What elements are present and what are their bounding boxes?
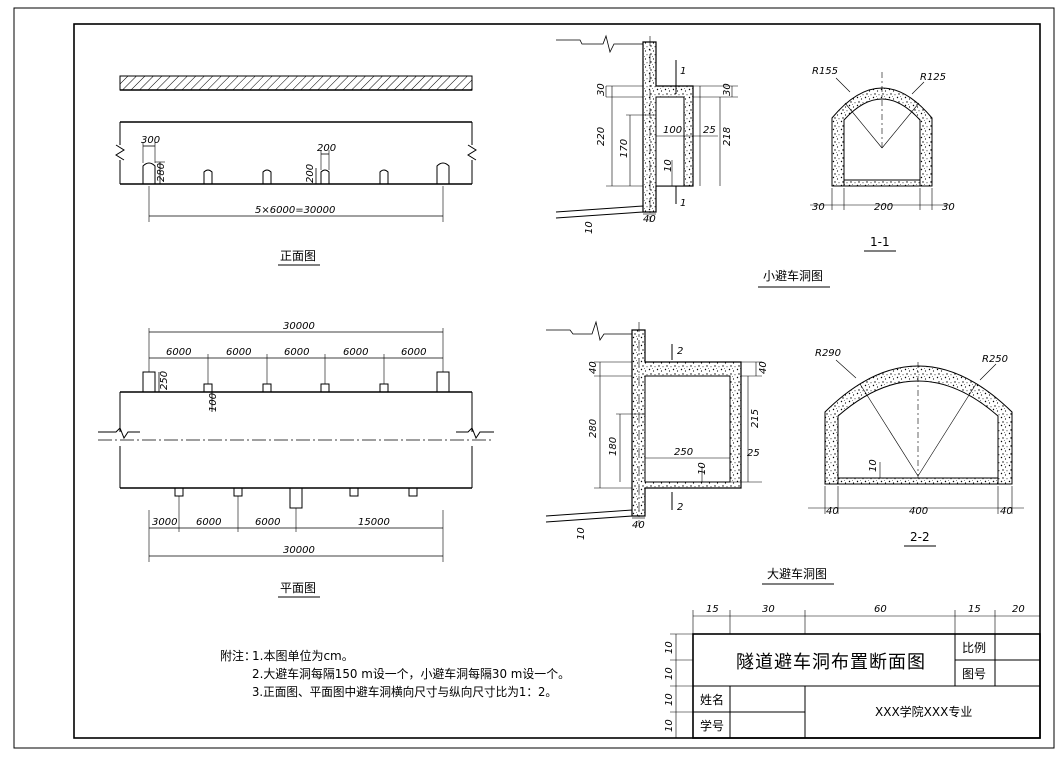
plan-dim-bottom-1: 3000 bbox=[152, 517, 177, 528]
large-dim-250: 250 bbox=[674, 447, 693, 458]
notes-prefix: 附注： bbox=[220, 648, 256, 663]
drawing-title: 隧道避车洞布置断面图 bbox=[736, 652, 926, 673]
student-no-label: 学号 bbox=[700, 718, 724, 733]
tb-row-10b: 10 bbox=[664, 667, 675, 680]
sec22-dim-10: 10 bbox=[868, 459, 879, 472]
tb-col-15a: 15 bbox=[706, 604, 719, 615]
small-dim-10b: 10 bbox=[584, 221, 595, 234]
plan-dim-bottom-4: 15000 bbox=[358, 517, 390, 528]
sec22-dim-40b: 40 bbox=[1000, 506, 1013, 517]
large-niche-side bbox=[545, 320, 762, 526]
small-dim-30a: 30 bbox=[596, 83, 607, 96]
section-2-2 bbox=[808, 359, 1024, 514]
small-dim-220: 220 bbox=[596, 127, 607, 146]
sec11-r-outer: R155 bbox=[812, 66, 838, 77]
small-niche-side bbox=[555, 34, 738, 222]
section-1-1 bbox=[810, 72, 950, 210]
front-dim-200-side: 200 bbox=[305, 164, 316, 183]
small-dim-170: 170 bbox=[619, 139, 630, 158]
note-line-2: 2.大避车洞每隔150 m设一个，小避车洞每隔30 m设一个。 bbox=[252, 666, 570, 681]
small-dim-218: 218 bbox=[722, 127, 733, 146]
plan-dim-top-1: 6000 bbox=[166, 347, 191, 358]
sec11-label: 1-1 bbox=[870, 235, 890, 249]
tb-row-10d: 10 bbox=[664, 719, 675, 732]
front-view bbox=[115, 75, 477, 222]
large-dim-40c: 40 bbox=[632, 520, 645, 531]
sec11-dim-30b: 30 bbox=[942, 202, 955, 213]
front-dim-280: 280 bbox=[156, 163, 167, 182]
small-section-mark-bottom: 1 bbox=[680, 198, 686, 209]
large-dim-10a: 10 bbox=[697, 462, 708, 475]
plan-view-title: 平面图 bbox=[280, 581, 316, 595]
small-niche-group-title: 小避车洞图 bbox=[763, 268, 823, 283]
sec22-label: 2-2 bbox=[910, 530, 930, 544]
sec11-dim-30a: 30 bbox=[812, 202, 825, 213]
front-view-title: 正面图 bbox=[280, 249, 316, 263]
plan-dim-bottom-total: 30000 bbox=[283, 545, 315, 556]
small-dim-40: 40 bbox=[643, 214, 656, 225]
large-niche-group-title: 大避车洞图 bbox=[767, 566, 827, 581]
small-dim-10a: 10 bbox=[663, 159, 674, 172]
tb-col-15b: 15 bbox=[968, 604, 981, 615]
small-dim-30b: 30 bbox=[722, 83, 733, 96]
plan-dim-top-3: 6000 bbox=[284, 347, 309, 358]
note-line-1: 1.本图单位为cm。 bbox=[252, 648, 354, 663]
tb-row-10c: 10 bbox=[664, 693, 675, 706]
front-dim-total: 5×6000=30000 bbox=[255, 205, 335, 216]
sec22-dim-400: 400 bbox=[909, 506, 928, 517]
front-dim-300: 300 bbox=[141, 135, 160, 146]
plan-dim-top-4: 6000 bbox=[343, 347, 368, 358]
small-dim-25: 25 bbox=[703, 125, 716, 136]
drawing-frame bbox=[73, 23, 1041, 739]
plan-dim-top-2: 6000 bbox=[226, 347, 251, 358]
front-dim-200-top: 200 bbox=[317, 143, 336, 154]
large-dim-40a: 40 bbox=[588, 361, 599, 374]
small-section-mark-top: 1 bbox=[680, 66, 686, 77]
note-line-3: 3.正面图、平面图中避车洞横向尺寸与纵向尺寸比为1：2。 bbox=[252, 684, 557, 699]
tb-col-60: 60 bbox=[874, 604, 887, 615]
large-dim-280: 280 bbox=[588, 419, 599, 438]
tb-row-10a: 10 bbox=[664, 641, 675, 654]
name-label: 姓名 bbox=[700, 692, 724, 707]
large-section-mark-bottom: 2 bbox=[677, 502, 683, 513]
large-dim-215: 215 bbox=[750, 409, 761, 428]
large-dim-10b: 10 bbox=[576, 527, 587, 540]
tb-col-30: 30 bbox=[762, 604, 775, 615]
sec11-dim-200: 200 bbox=[874, 202, 893, 213]
sheet-border bbox=[13, 7, 1055, 749]
large-dim-25: 25 bbox=[747, 448, 760, 459]
tb-col-20: 20 bbox=[1012, 604, 1025, 615]
title-block bbox=[670, 610, 1041, 739]
large-section-mark-top: 2 bbox=[677, 346, 683, 357]
drawing-no-label: 图号 bbox=[962, 667, 986, 681]
plan-dim-top-total: 30000 bbox=[283, 321, 315, 332]
plan-dim-bottom-3: 6000 bbox=[255, 517, 280, 528]
scale-label: 比例 bbox=[962, 641, 986, 655]
sec22-dim-40a: 40 bbox=[826, 506, 839, 517]
sec22-r-inner: R250 bbox=[982, 354, 1008, 365]
sec22-r-outer: R290 bbox=[815, 348, 841, 359]
sec11-r-inner: R125 bbox=[920, 72, 946, 83]
small-dim-100: 100 bbox=[663, 125, 682, 136]
large-dim-180: 180 bbox=[608, 437, 619, 456]
plan-dim-top-5: 6000 bbox=[401, 347, 426, 358]
plan-view bbox=[98, 328, 494, 562]
large-dim-40b: 40 bbox=[758, 361, 769, 374]
plan-dim-bottom-2: 6000 bbox=[196, 517, 221, 528]
plan-dim-100: 100 bbox=[208, 393, 219, 412]
school-label: XXX学院XXX专业 bbox=[875, 704, 972, 719]
plan-dim-250: 250 bbox=[159, 371, 170, 390]
